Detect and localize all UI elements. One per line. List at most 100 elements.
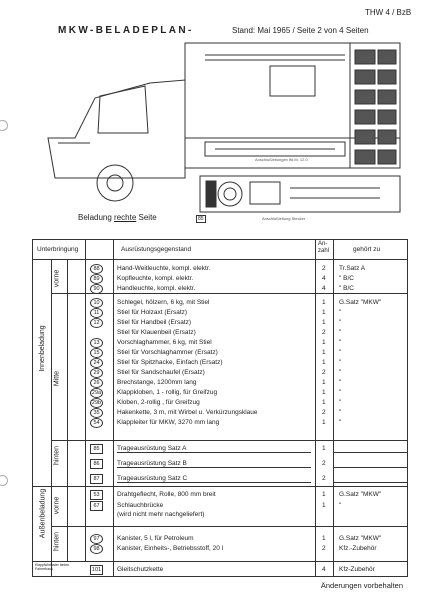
item-number: 97: [90, 534, 103, 544]
item-belongs-to: ": [339, 339, 342, 346]
item-number-badge: 35: [90, 408, 103, 418]
item-belongs-to: ": [339, 409, 342, 416]
item-number-badge: 12: [90, 318, 103, 328]
item-quantity: 1: [322, 339, 326, 346]
item-quantity: 1: [322, 319, 326, 326]
item-description: Hand-Weitleuchte, kompl. elektr.: [117, 265, 211, 272]
item-number-badge: 26: [90, 378, 103, 388]
item-number: 13: [90, 338, 103, 348]
col-divider: [67, 259, 68, 561]
section-divider: [51, 440, 407, 441]
item-number: 35: [90, 408, 103, 418]
punch-hole: [0, 120, 8, 131]
item-number: 10: [90, 298, 103, 308]
item-quantity: 1: [322, 535, 326, 542]
item-number: 98: [90, 544, 103, 554]
item-quantity: 1: [322, 399, 326, 406]
col-header-anzahl: An-zahl: [318, 241, 330, 254]
item-quantity: 2: [322, 409, 326, 416]
item-number-badge: 98: [90, 544, 103, 554]
item-number: 11: [90, 308, 103, 318]
drawing-caption: Beladung rechte Seite: [78, 213, 157, 222]
item-number: 85: [90, 444, 103, 454]
section-label: hinten: [53, 445, 61, 466]
drawing-note: Anschlußleitung Stecker: [262, 216, 306, 221]
item-description: Schlauchbrücke: [117, 502, 164, 509]
item-quantity: 2: [322, 329, 326, 336]
item-description: Trageausrüstung Satz B: [117, 460, 187, 467]
item-quantity: 4: [322, 566, 326, 573]
row-divider: [117, 467, 311, 468]
item-description: Hakenkette, 3 m, mit Wirbel u. Verkürzun…: [117, 409, 258, 416]
page-title: MKW-BELADEPLAN-: [58, 25, 194, 36]
item-quantity: 1: [322, 445, 326, 452]
item-belongs-to: ": [339, 319, 342, 326]
col-divider: [333, 240, 334, 576]
row-divider: [333, 467, 407, 468]
item-number: 87: [90, 474, 103, 484]
item-number-badge: 86: [90, 459, 103, 469]
item-description: Kloben, 2-rollig , für Greifzug: [117, 399, 200, 406]
item-number-badge: 29: [90, 368, 103, 378]
item-belongs-to: ": [339, 379, 342, 386]
item-number-badge: 97: [90, 534, 103, 544]
item-number: 29: [90, 368, 103, 378]
section-label: vorne: [53, 269, 61, 288]
col-header-unterbringung: Unterbringung: [37, 246, 79, 253]
item-number: 67: [90, 501, 103, 511]
item-belongs-to: ": [339, 419, 342, 426]
item-number: 53: [90, 490, 103, 500]
col-header-gehoert: gehört zu: [353, 246, 381, 253]
bottom-note: Klappfahrtaster hinten Fahrerhaus: [35, 563, 70, 571]
item-description: Stiel für Sandschaufel (Ersatz): [117, 369, 205, 376]
item-description: Schlegel, hölzern, 6 kg, mit Stiel: [117, 299, 210, 306]
item-belongs-to: ": [339, 399, 342, 406]
item-quantity: 4: [322, 275, 326, 282]
item-description: Kopfleuchte, kompl. elektr.: [117, 275, 194, 282]
header-divider: [33, 259, 407, 260]
row-divider: [333, 482, 407, 483]
item-belongs-to: G.Satz "MKW": [339, 491, 382, 498]
col-header-ausruestung: Ausrüstungsgegenstand: [121, 246, 192, 253]
item-description: Klappleiter für MKW, 3270 mm lang: [117, 419, 220, 426]
item-number: 89: [90, 274, 103, 284]
item-description: Stiel für Holzaxt (Ersatz): [117, 309, 188, 316]
item-description: Kanister, Einheits-, Betriebsstoff, 20 l: [117, 545, 224, 552]
item-description: Stiel für Vorschlaghammer (Ersatz): [117, 349, 218, 356]
item-belongs-to: ": [339, 369, 342, 376]
revision-stand: Stand: Mai 1965 / Seite 2 von 4 Seiten: [232, 26, 369, 35]
footer-note: Änderungen vorbehalten: [320, 581, 403, 590]
section-label: Mitte: [53, 370, 61, 387]
row-divider: [117, 482, 311, 483]
item-number-badge: 88: [90, 264, 103, 274]
item-description: Vorschlaghammer, 6 kg, mit Stiel: [117, 339, 212, 346]
item-number-badge: 67: [90, 501, 103, 511]
col-divider: [315, 240, 316, 576]
item-belongs-to: Kfz.-Zubehör: [339, 545, 377, 552]
item-quantity: 1: [322, 491, 326, 498]
row-divider: [333, 452, 407, 453]
truck-loading-drawing: [47, 42, 401, 213]
item-belongs-to: Tr.Satz A: [339, 265, 366, 272]
col-divider: [113, 240, 114, 576]
item-belongs-to: G.Satz "MKW": [339, 299, 382, 306]
item-number-badge: 15: [90, 348, 103, 358]
item-description: Brechstange, 1200mm lang: [117, 379, 197, 386]
item-belongs-to: ": [339, 329, 342, 336]
item-quantity: 2: [322, 475, 326, 482]
item-description: Drahtgeflecht, Rolle, 800 mm breit: [117, 491, 216, 498]
item-quantity: 1: [322, 379, 326, 386]
item-belongs-to: ": [339, 349, 342, 356]
punch-hole: [0, 475, 8, 486]
item-quantity: 1: [322, 502, 326, 509]
item-description: (wird nicht mehr nachgeliefert): [117, 511, 205, 518]
item-number: 26: [90, 378, 103, 388]
item-number: 88: [90, 264, 103, 274]
item-number: 101: [90, 565, 103, 575]
item-quantity: 1: [322, 419, 326, 426]
section-divider: [51, 293, 407, 294]
item-quantity: 1: [322, 389, 326, 396]
item-description: Stiel für Handbeil (Ersatz): [117, 319, 192, 326]
item-number-badge: 11: [90, 308, 103, 318]
item-belongs-to: ": [339, 502, 342, 509]
